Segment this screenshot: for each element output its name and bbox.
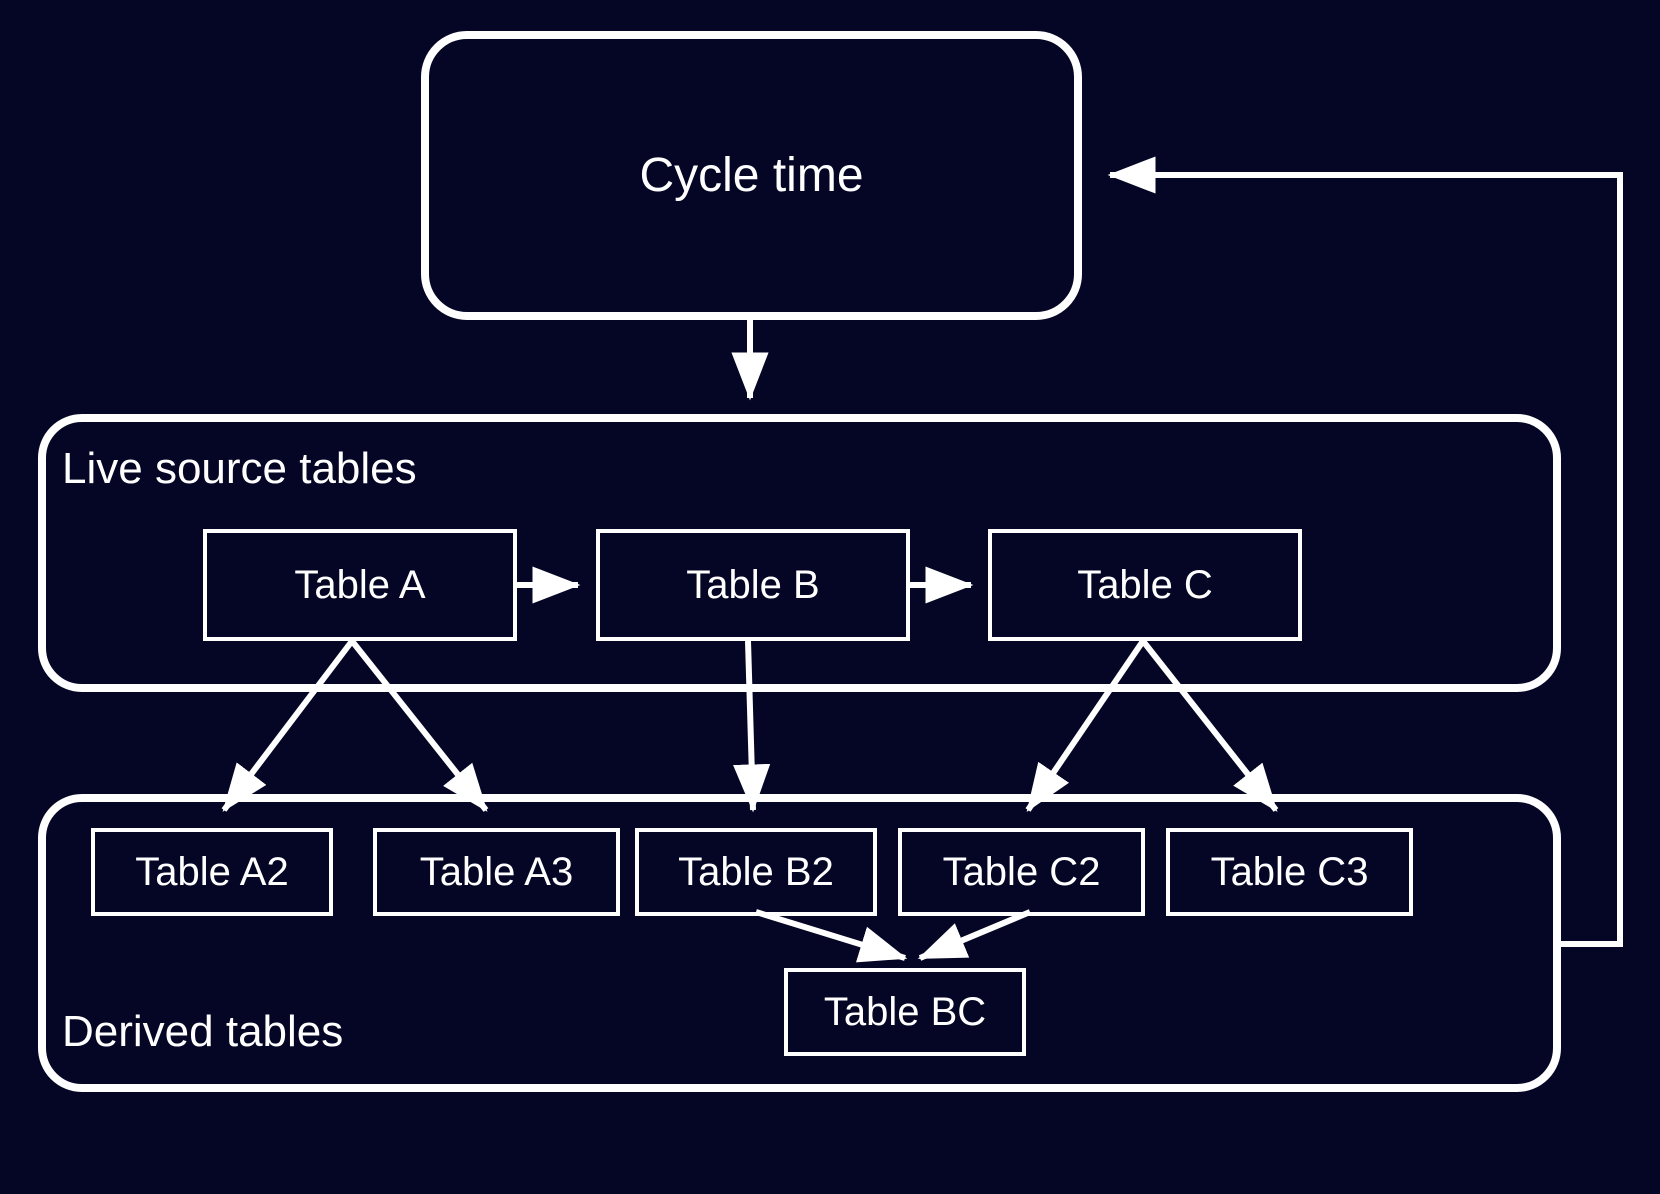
table-c3-label: Table C3 (1210, 850, 1369, 894)
derived-group-label: Derived tables (62, 1007, 344, 1056)
table-b2-node[interactable] (637, 830, 875, 914)
table-b-label: Table B (686, 563, 820, 607)
table-a3-label: Table A3 (419, 850, 574, 894)
table-b-node[interactable] (598, 531, 908, 639)
table-c2-node[interactable] (900, 830, 1143, 914)
table-bc-label: Table BC (823, 990, 987, 1034)
table-a2-box[interactable] (91, 828, 333, 916)
edge-c2-to-bc (917, 909, 1032, 961)
table-a-node[interactable] (205, 531, 515, 639)
table-a2-label: Table A2 (135, 850, 289, 894)
cycle-time-node[interactable] (425, 35, 1078, 316)
table-c3-node[interactable] (1168, 830, 1411, 914)
table-bc-box[interactable] (784, 968, 1026, 1056)
table-bc-node[interactable] (786, 970, 1024, 1054)
live-source-group-label: Live source tables (62, 444, 417, 493)
table-c-node[interactable] (990, 531, 1300, 639)
table-c-label: Table C (1077, 563, 1213, 607)
edge-c-to-c3 (1140, 639, 1279, 812)
edge-a-to-a3 (349, 639, 489, 812)
table-a3-node[interactable] (375, 830, 618, 914)
table-c-box[interactable] (988, 529, 1302, 641)
table-c2-label: Table C2 (942, 850, 1101, 894)
edge-b2-to-bc (755, 909, 908, 963)
table-b-box[interactable] (596, 529, 910, 641)
cycle-time-box[interactable] (421, 31, 1082, 320)
edge-c-to-c2 (1025, 639, 1146, 812)
table-a3-box[interactable] (373, 828, 620, 916)
edge-derived-to-cycle-time (1107, 156, 1623, 947)
edge-a-to-a2 (221, 639, 355, 812)
cycle-time-label: Cycle time (639, 148, 864, 202)
table-a-label: Table A (294, 563, 426, 607)
edge-b-to-b2 (733, 640, 771, 813)
table-c3-box[interactable] (1166, 828, 1413, 916)
table-a-box[interactable] (203, 529, 517, 641)
table-a2-node[interactable] (93, 830, 331, 914)
live-source-group-box[interactable] (38, 414, 1561, 692)
table-b2-label: Table B2 (678, 850, 834, 894)
